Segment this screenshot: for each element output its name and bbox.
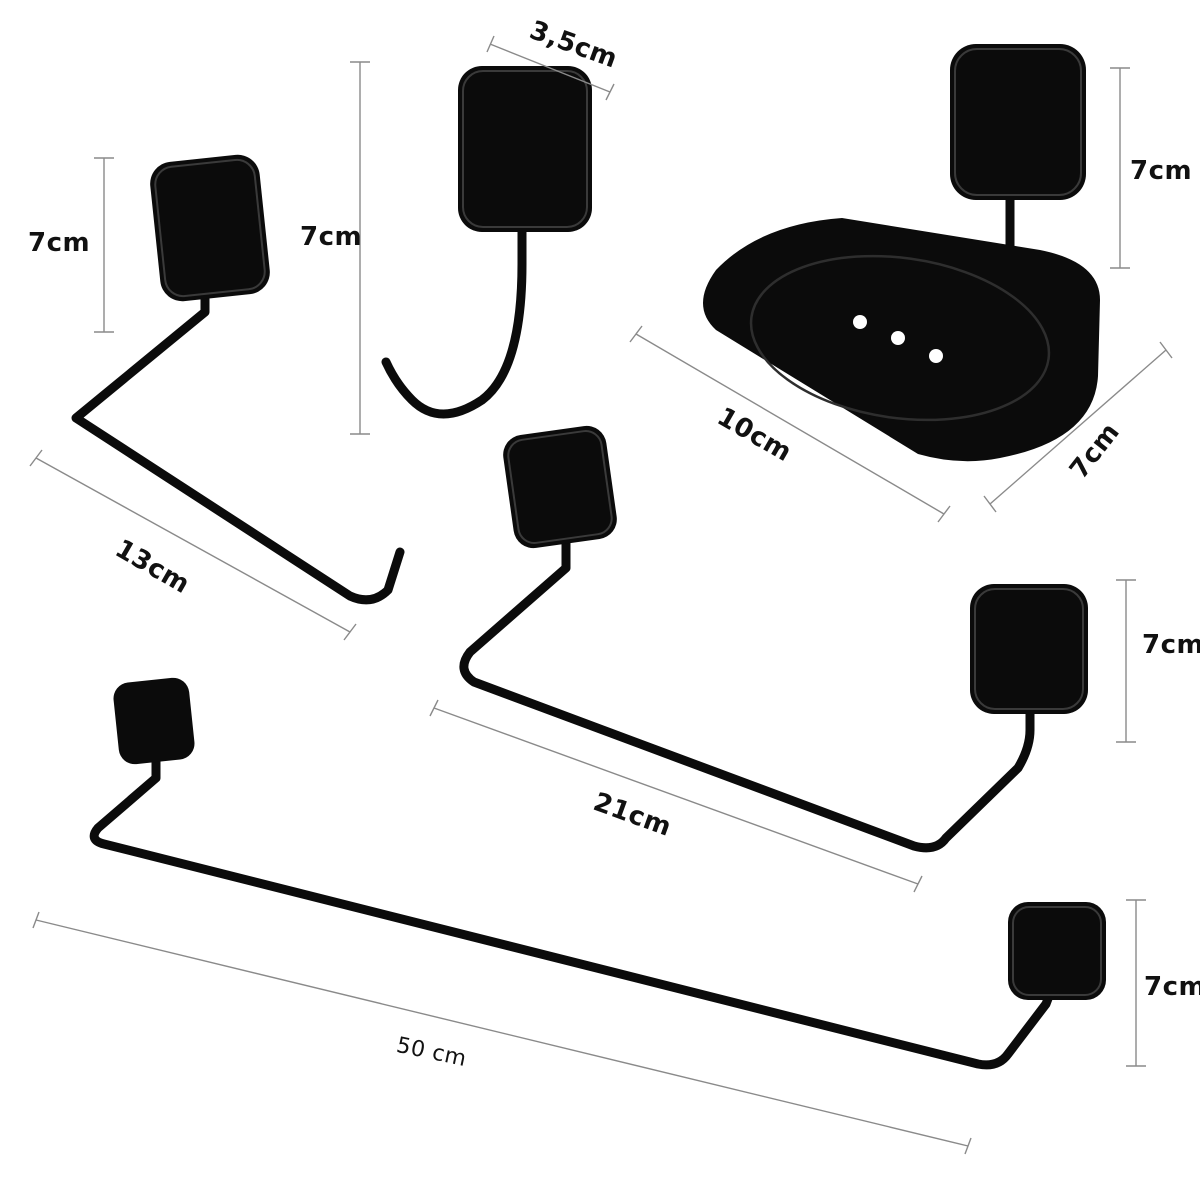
- hand-towel-holder-height-label: 7cm: [1142, 630, 1200, 660]
- paper-holder-height-label: 7cm: [28, 228, 91, 258]
- drain-hole-icon: [929, 349, 943, 363]
- drain-hole-icon: [853, 315, 867, 329]
- hand-towel-holder: [429, 425, 1136, 893]
- soap-dish-height-label: 7cm: [1130, 156, 1193, 186]
- towel-bar: [32, 677, 1146, 1155]
- toilet-paper-holder: [29, 154, 405, 641]
- robe-hook: [350, 35, 615, 435]
- drain-hole-icon: [891, 331, 905, 345]
- hook-height-label: 7cm: [300, 222, 363, 252]
- towel-bar-height-label: 7cm: [1144, 972, 1200, 1002]
- soap-dish: [629, 44, 1173, 523]
